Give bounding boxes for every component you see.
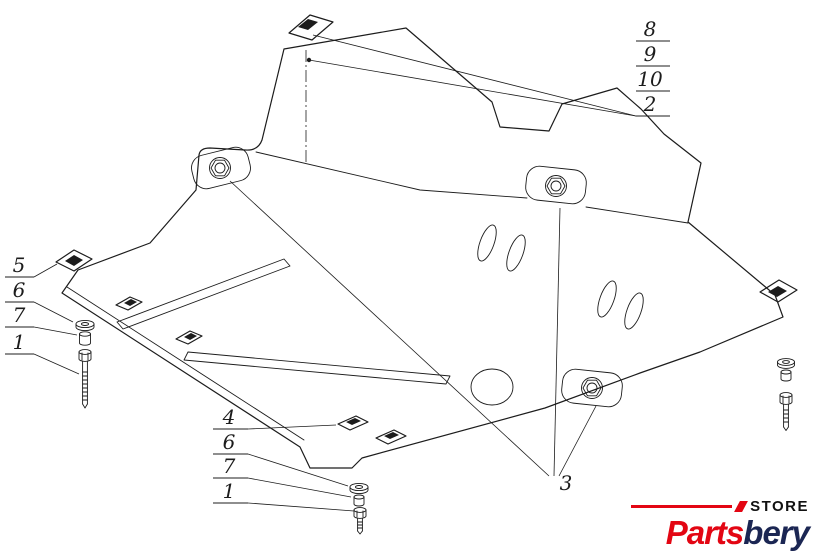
oval-slot-2	[506, 234, 526, 272]
callout-1-left: 1	[13, 330, 26, 354]
flange-tab-1	[115, 296, 143, 311]
logo-top-row: STORE	[631, 498, 809, 515]
leader-3-to-lower-clamp	[558, 405, 597, 477]
callout-10: 10	[637, 67, 663, 91]
fastener-stack-left	[75, 319, 95, 409]
top-mount-tab	[288, 14, 334, 41]
clamp-center	[525, 165, 587, 205]
spacer	[79, 331, 91, 346]
callout-stack-left: 5 6 7 1	[5, 253, 34, 355]
leader-lines	[33, 34, 637, 512]
leader-2-to-dot	[308, 59, 637, 117]
leader-6-left	[33, 301, 74, 323]
oval-slot-3	[597, 280, 617, 318]
logo-brand-bery: bery	[743, 514, 810, 551]
spacer	[780, 369, 792, 382]
washer	[777, 358, 795, 369]
hex-bolt-head	[582, 379, 602, 397]
bottom-bracket-1	[337, 415, 369, 431]
oval-slot-4	[624, 292, 644, 330]
callout-9: 9	[644, 42, 657, 66]
callout-5: 5	[13, 253, 26, 277]
oval-slot-1	[477, 224, 497, 262]
fold-line-right	[585, 206, 689, 224]
clamp-lower	[561, 368, 623, 408]
top-tab-slot	[298, 19, 318, 30]
callout-3: 3	[560, 471, 573, 495]
leader-7-left	[33, 326, 78, 336]
fold-line-left	[255, 151, 528, 199]
skid-plate	[61, 27, 784, 469]
callout-6-left: 6	[13, 278, 26, 302]
callout-8: 8	[644, 17, 657, 41]
leader-3-to-center-clamp	[553, 207, 561, 477]
clamp-left	[191, 146, 251, 190]
leader-5	[33, 263, 58, 278]
spacer	[353, 494, 365, 507]
logo-chevron-icon	[734, 501, 749, 512]
fastener-stack-bottom	[349, 482, 369, 535]
callout-4: 4	[222, 405, 236, 429]
callout-stack-bottom: 4 6 7 1	[213, 405, 248, 504]
bolt	[353, 507, 367, 535]
logo-store-text: STORE	[750, 498, 809, 515]
leader-1-left	[33, 353, 80, 375]
bolt	[779, 392, 793, 431]
rib-strip-2	[183, 351, 451, 385]
leader-3-to-left-clamp	[229, 180, 550, 477]
flange-tab-2	[175, 330, 203, 345]
washer	[349, 482, 369, 495]
flange-line	[66, 286, 305, 441]
bolt	[78, 349, 92, 409]
logo-brand-parts: Parts	[665, 514, 745, 551]
drain-hole	[470, 368, 514, 406]
fastener-stack-right	[777, 358, 795, 431]
logo-line	[631, 505, 733, 508]
left-corner-tab	[55, 249, 93, 272]
right-corner-tab	[759, 279, 798, 303]
leader-2-to-tab	[312, 34, 637, 117]
hex-bolt-head	[210, 159, 230, 177]
callout-1-bottom: 1	[223, 479, 236, 503]
leader-6-bottom	[247, 453, 349, 487]
callout-stack-top-right: 8 9 10 2	[636, 17, 670, 117]
leader-4	[247, 424, 337, 430]
logo-brand-text: Partsbery	[631, 514, 810, 551]
plate-silhouette	[61, 27, 784, 469]
callout-2: 2	[643, 92, 657, 116]
leader-1-bottom	[247, 502, 355, 512]
partsbery-logo: STORE Partsbery	[631, 498, 810, 551]
callout-6-bottom: 6	[223, 430, 236, 454]
leader-7-bottom	[247, 477, 352, 498]
washer	[75, 319, 95, 332]
callout-7-bottom: 7	[223, 454, 236, 478]
callout-7-left: 7	[13, 303, 26, 327]
rib-strip-1	[116, 258, 291, 330]
bottom-bracket-2	[375, 429, 407, 445]
hex-bolt-head	[546, 177, 566, 195]
